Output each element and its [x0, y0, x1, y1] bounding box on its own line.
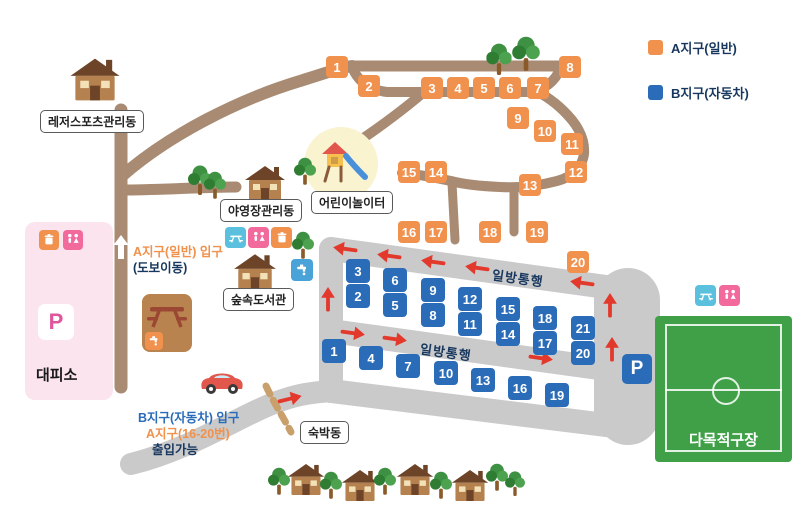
site-a-4: 4	[447, 77, 469, 99]
water-icon	[291, 259, 313, 281]
site-a-13: 13	[519, 174, 541, 196]
site-b-16: 16	[508, 376, 532, 400]
entrance-b-line1: B지구(자동차) 입구	[138, 411, 240, 425]
lodging-hut-icon	[450, 468, 490, 503]
site-a-2: 2	[358, 75, 380, 97]
tree-icon	[268, 466, 290, 496]
site-a-6: 6	[499, 77, 521, 99]
restroom-icon	[63, 230, 83, 250]
site-b-12: 12	[458, 287, 482, 311]
tree-icon	[292, 230, 314, 260]
site-b-15: 15	[496, 297, 520, 321]
restroom-icon	[248, 227, 269, 248]
field-label: 다목적구장	[688, 432, 758, 449]
site-a-15: 15	[398, 161, 420, 183]
label-leisure-building: 레저스포츠관리동	[40, 110, 145, 133]
legend-b-swatch	[648, 85, 663, 100]
camp-management-building-icon	[243, 164, 287, 202]
site-a-1: 1	[326, 56, 348, 78]
trash-icon	[271, 227, 292, 248]
legend-a-label: A지구(일반)	[671, 41, 737, 56]
field-boundary-line	[665, 324, 782, 452]
label-camp-management: 야영장관리동	[220, 199, 303, 222]
car-icon	[201, 373, 243, 394]
entrance-b-line2: A지구(16-20번)	[146, 427, 230, 441]
up-arrow-icon	[113, 235, 129, 259]
site-a-5: 5	[473, 77, 495, 99]
entrance-b-text: B지구(자동차) 입구 A지구(16-20번) 출입가능	[138, 410, 239, 458]
tree-icon	[320, 470, 342, 500]
site-a-3: 3	[421, 77, 443, 99]
site-b-4: 4	[359, 346, 383, 370]
lodging-hut-icon	[395, 462, 435, 497]
site-b-6: 6	[383, 268, 407, 292]
entrance-a-line1: A지구(일반) 입구	[133, 245, 223, 259]
tree-icon	[505, 470, 525, 497]
site-a-20: 20	[567, 251, 589, 273]
tree-icon	[430, 470, 452, 500]
site-b-19: 19	[545, 383, 569, 407]
tree-icon	[486, 42, 512, 76]
entrance-a-line2: (도보이동)	[133, 261, 188, 275]
restroom-icon	[719, 285, 740, 306]
site-a-12: 12	[565, 161, 587, 183]
site-b-2: 2	[346, 284, 370, 308]
field-area: 다목적구장	[655, 316, 792, 462]
site-a-8: 8	[559, 56, 581, 78]
tree-icon	[374, 466, 396, 496]
label-lodging: 숙박동	[300, 421, 350, 444]
site-b-5: 5	[383, 293, 407, 317]
entrance-b-line3: 출입가능	[152, 443, 199, 457]
site-a-19: 19	[526, 221, 548, 243]
site-a-17: 17	[425, 221, 447, 243]
site-a-16: 16	[398, 221, 420, 243]
tree-icon	[294, 156, 316, 186]
parking-sign-road: P	[622, 354, 652, 384]
site-b-7: 7	[396, 354, 420, 378]
site-b-9: 9	[421, 278, 445, 302]
field-center-circle	[711, 377, 740, 405]
library-building-icon	[232, 252, 278, 292]
parking-sign-shelter: P	[38, 304, 74, 340]
site-b-3: 3	[346, 259, 370, 283]
site-b-8: 8	[421, 303, 445, 327]
picnic-shelter-icon	[695, 285, 716, 306]
shelter-area: P 대피소	[25, 222, 113, 400]
site-b-13: 13	[471, 368, 495, 392]
legend-b-label: B지구(자동차)	[671, 86, 749, 101]
tree-icon	[512, 35, 540, 72]
site-a-18: 18	[479, 221, 501, 243]
legend-a-swatch	[648, 40, 663, 55]
trash-icon	[39, 230, 59, 250]
site-a-14: 14	[425, 161, 447, 183]
playground-slide-icon	[322, 142, 368, 183]
legend: A지구(일반) B지구(자동차)	[648, 38, 749, 102]
picnic-table-icon	[147, 307, 187, 328]
shelter-label: 대피소	[36, 367, 78, 384]
site-b-17: 17	[533, 331, 557, 355]
site-b-10: 10	[434, 361, 458, 385]
site-b-18: 18	[533, 306, 557, 330]
site-a-7: 7	[527, 77, 549, 99]
site-b-14: 14	[496, 322, 520, 346]
label-playground: 어린이놀이터	[311, 191, 394, 214]
site-b-20: 20	[571, 341, 595, 365]
site-b-11: 11	[458, 312, 482, 336]
entrance-a-text: A지구(일반) 입구 (도보이동)	[133, 244, 223, 276]
site-a-11: 11	[561, 133, 583, 155]
picnic-shelter-icon	[225, 227, 246, 248]
label-library: 숲속도서관	[223, 288, 295, 311]
site-a-10: 10	[534, 120, 556, 142]
tree-icon	[204, 170, 226, 200]
leisure-building-icon	[68, 56, 122, 103]
site-b-1: 1	[322, 339, 346, 363]
cooking-water-icon	[145, 332, 163, 350]
site-b-21: 21	[571, 316, 595, 340]
site-a-9: 9	[507, 107, 529, 129]
